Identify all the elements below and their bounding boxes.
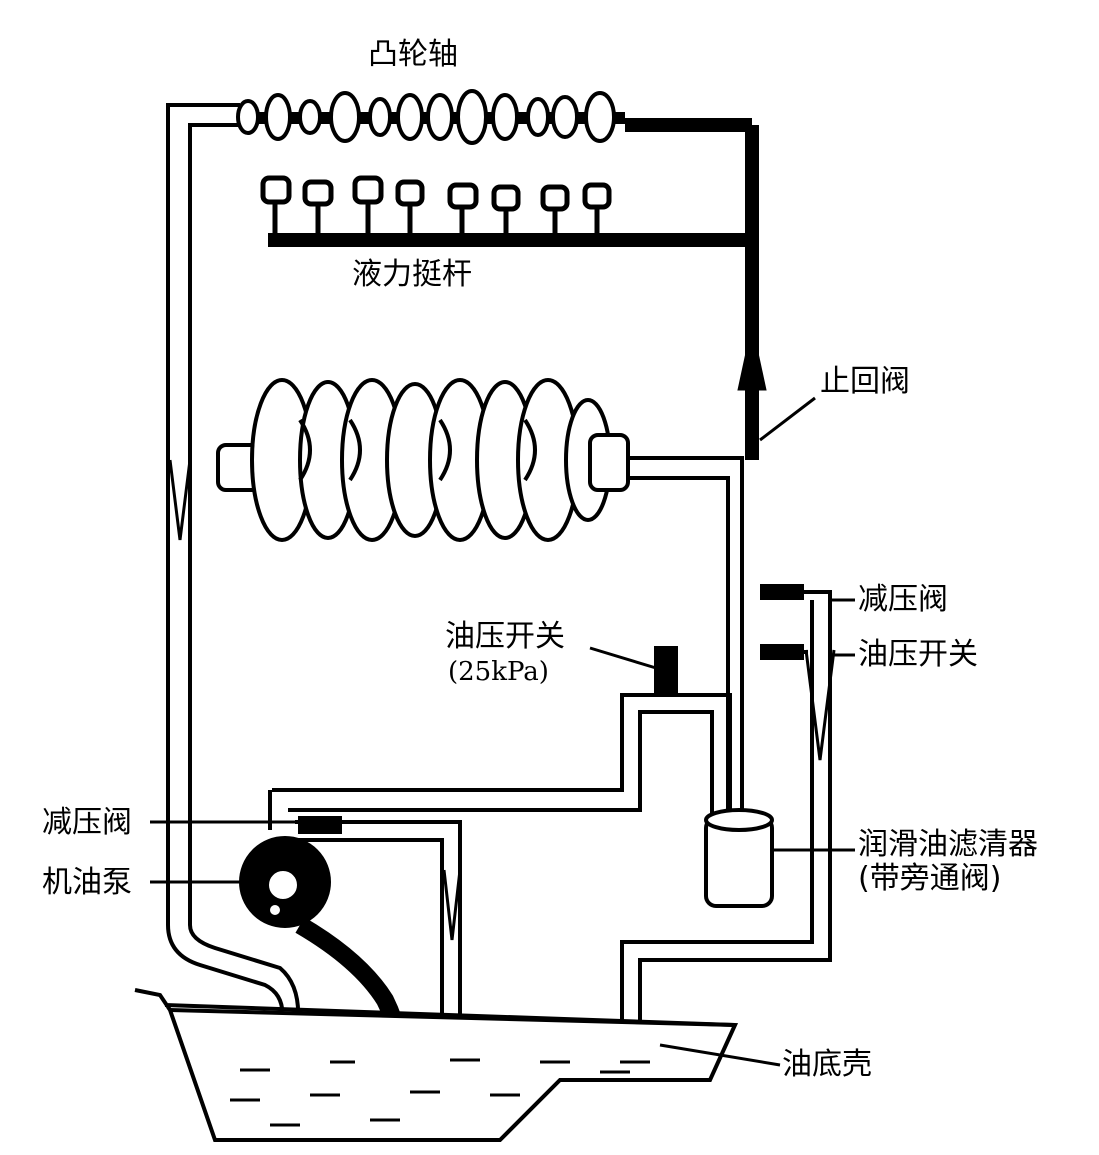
- oil-pan-label: 油底壳: [782, 1047, 872, 1082]
- leader-lines: [150, 396, 855, 1067]
- oil-filter-note: (带旁通阀): [858, 861, 1002, 896]
- right-relief-pipe: [620, 584, 836, 1030]
- oil-pan: [134, 988, 739, 1142]
- hydraulic-lifters: [260, 175, 750, 247]
- oil-pressure-switch-center-label: 油压开关: [445, 619, 565, 654]
- oil-pump-label: 机油泵: [42, 865, 132, 900]
- pressure-switch-branch: [268, 646, 732, 830]
- crankshaft: [216, 378, 630, 542]
- oil-pressure-switch-center-value: (25kPa): [448, 657, 549, 687]
- oil-filter: [704, 808, 774, 908]
- oil-level-dashes: [230, 1058, 650, 1127]
- oil-pressure-switch-right-label: 油压开关: [858, 637, 978, 672]
- camshaft-label: 凸轮轴: [368, 37, 458, 72]
- pump-relief-pipe: [295, 816, 462, 1030]
- oil-filter-label: 润滑油滤清器: [858, 827, 1038, 862]
- left-return-pipe: [166, 103, 301, 1021]
- hydraulic-lifter-label: 液力挺杆: [352, 257, 472, 292]
- check-valve-label: 止回阀: [820, 364, 910, 399]
- relief-valve-right-label: 减压阀: [858, 582, 948, 617]
- relief-valve-left-label: 减压阀: [42, 805, 132, 840]
- crankshaft-feed-pipe: [628, 456, 744, 820]
- camshaft: [236, 89, 625, 145]
- main-oil-gallery: [625, 118, 767, 460]
